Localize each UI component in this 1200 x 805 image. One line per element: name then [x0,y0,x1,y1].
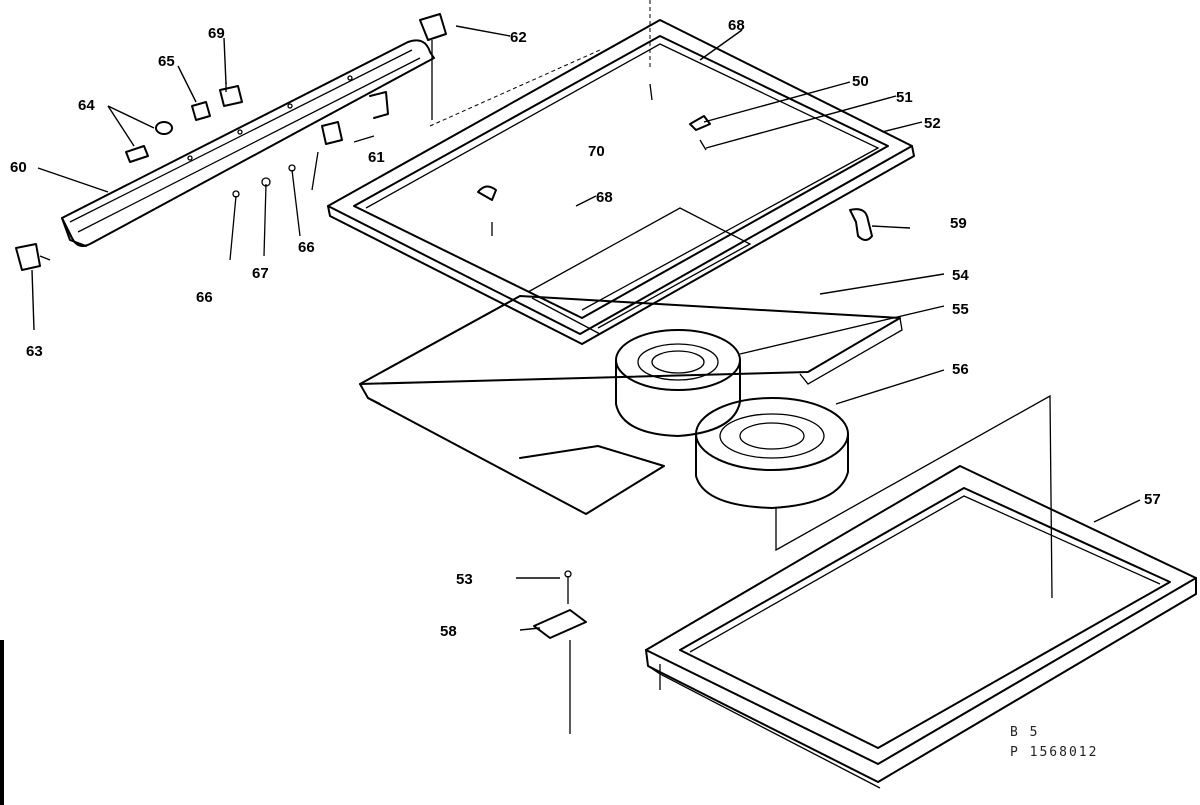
knob-parts-64 [125,121,173,163]
label-68-top: 68 [728,17,745,34]
label-66-right: 66 [298,239,315,256]
clip-part-59 [849,208,873,241]
scan-edge-mark [0,640,4,805]
label-58: 58 [440,623,457,640]
assembly-lines [429,0,1053,599]
bottom-pan-part-57 [645,465,1197,789]
heating-element-part-56 [695,397,849,509]
drawing-code-line-1: B 5 [1010,725,1039,740]
screw-part-53 [564,570,572,604]
panel-part-54 [359,295,903,515]
label-68-mid: 68 [596,189,613,206]
label-57: 57 [1144,491,1161,508]
label-54: 54 [952,267,969,284]
label-63: 63 [26,343,43,360]
switch-part-69 [219,82,243,107]
label-59: 59 [950,215,967,232]
label-67: 67 [252,265,269,282]
fasteners-part-50-51-68 [477,83,711,236]
label-60: 60 [10,159,27,176]
label-51: 51 [896,89,913,106]
cooktop-glass-part-70 [527,207,752,335]
screws-part-66-67 [229,151,319,261]
clip-part-65 [191,101,211,121]
label-64: 64 [78,97,95,114]
label-53: 53 [456,571,473,588]
label-52: 52 [924,115,941,132]
label-66-left: 66 [196,289,213,306]
label-62: 62 [510,29,527,46]
label-55: 55 [952,301,969,318]
label-56: 56 [952,361,969,378]
label-69: 69 [208,25,225,42]
top-frame-part-52 [327,19,915,345]
leader-lines [31,25,1141,631]
bracket-part-61 [321,91,389,145]
label-70: 70 [588,143,605,160]
label-65: 65 [158,53,175,70]
label-61: 61 [368,149,385,166]
bracket-part-58 [533,609,587,734]
drawing-code-line-2: P 1568012 [1010,745,1098,760]
label-50: 50 [852,73,869,90]
end-bracket-part-63 [15,243,51,271]
control-rail-part-60 [61,39,435,247]
heating-element-part-55 [615,329,741,437]
bracket-part-62 [419,13,447,120]
